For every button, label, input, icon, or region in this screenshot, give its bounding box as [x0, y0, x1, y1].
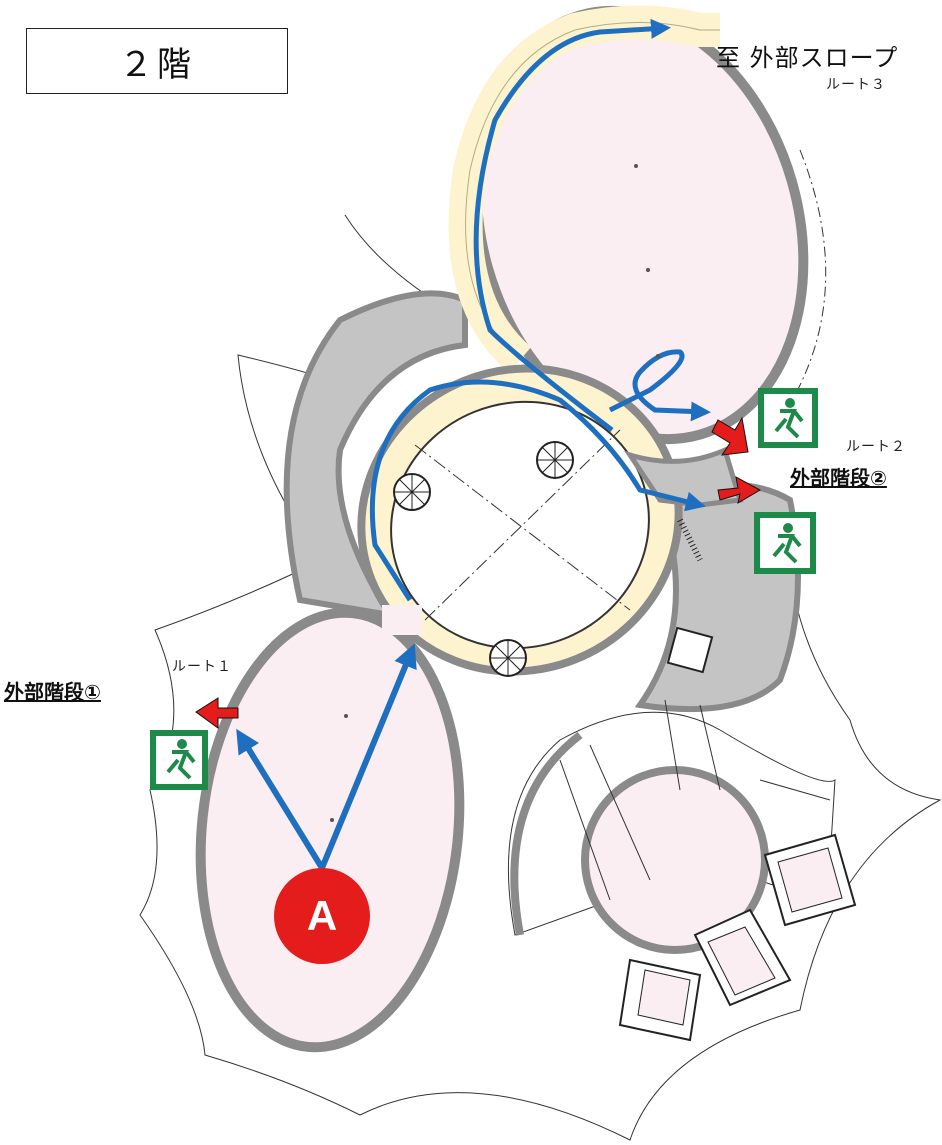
route-1-label: ルート１ [172, 659, 232, 675]
exit-arrow-icon [717, 476, 762, 505]
southeast-wall [510, 731, 583, 936]
small-room [763, 833, 857, 927]
exit-arrow-icon [711, 416, 749, 456]
southeast-inner-room [581, 766, 769, 954]
floor-label: ２階 [119, 44, 195, 85]
start-marker-label: A [306, 892, 338, 939]
spiral-stair-icon [536, 441, 574, 479]
small-room [618, 958, 702, 1042]
emergency-exit-sign-icon [754, 512, 816, 574]
slope-label: 至 外部スロープ [716, 44, 899, 72]
route-1-line-a [319, 643, 417, 870]
east-block [624, 446, 744, 508]
atrium-axis [414, 444, 631, 611]
spiral-stair-icon [393, 473, 431, 511]
north-corridor-edge [465, 22, 720, 361]
route-3-label: ルート３ [826, 77, 886, 93]
stair-2-label: 外部階段② [790, 466, 887, 490]
emergency-exit-sign-icon [150, 730, 208, 790]
floor-label-box: ２階 [26, 28, 288, 94]
exit-arrow-icon [195, 697, 239, 729]
west-room [195, 607, 465, 1053]
route-3-line [369, 379, 706, 602]
west-room-opening [382, 605, 422, 635]
site-boundary [139, 214, 942, 1141]
small-room [666, 626, 714, 674]
route-2-label: ルート２ [846, 439, 906, 455]
small-room [693, 908, 792, 1007]
spiral-stair-icon [489, 639, 527, 677]
emergency-exit-sign-icon [758, 388, 818, 448]
start-point-marker: A [274, 868, 370, 964]
route-north-line [473, 18, 671, 432]
atrium-axis [424, 429, 621, 621]
stair-1-label: 外部階段① [4, 680, 101, 704]
route-1-line-b [236, 728, 325, 870]
